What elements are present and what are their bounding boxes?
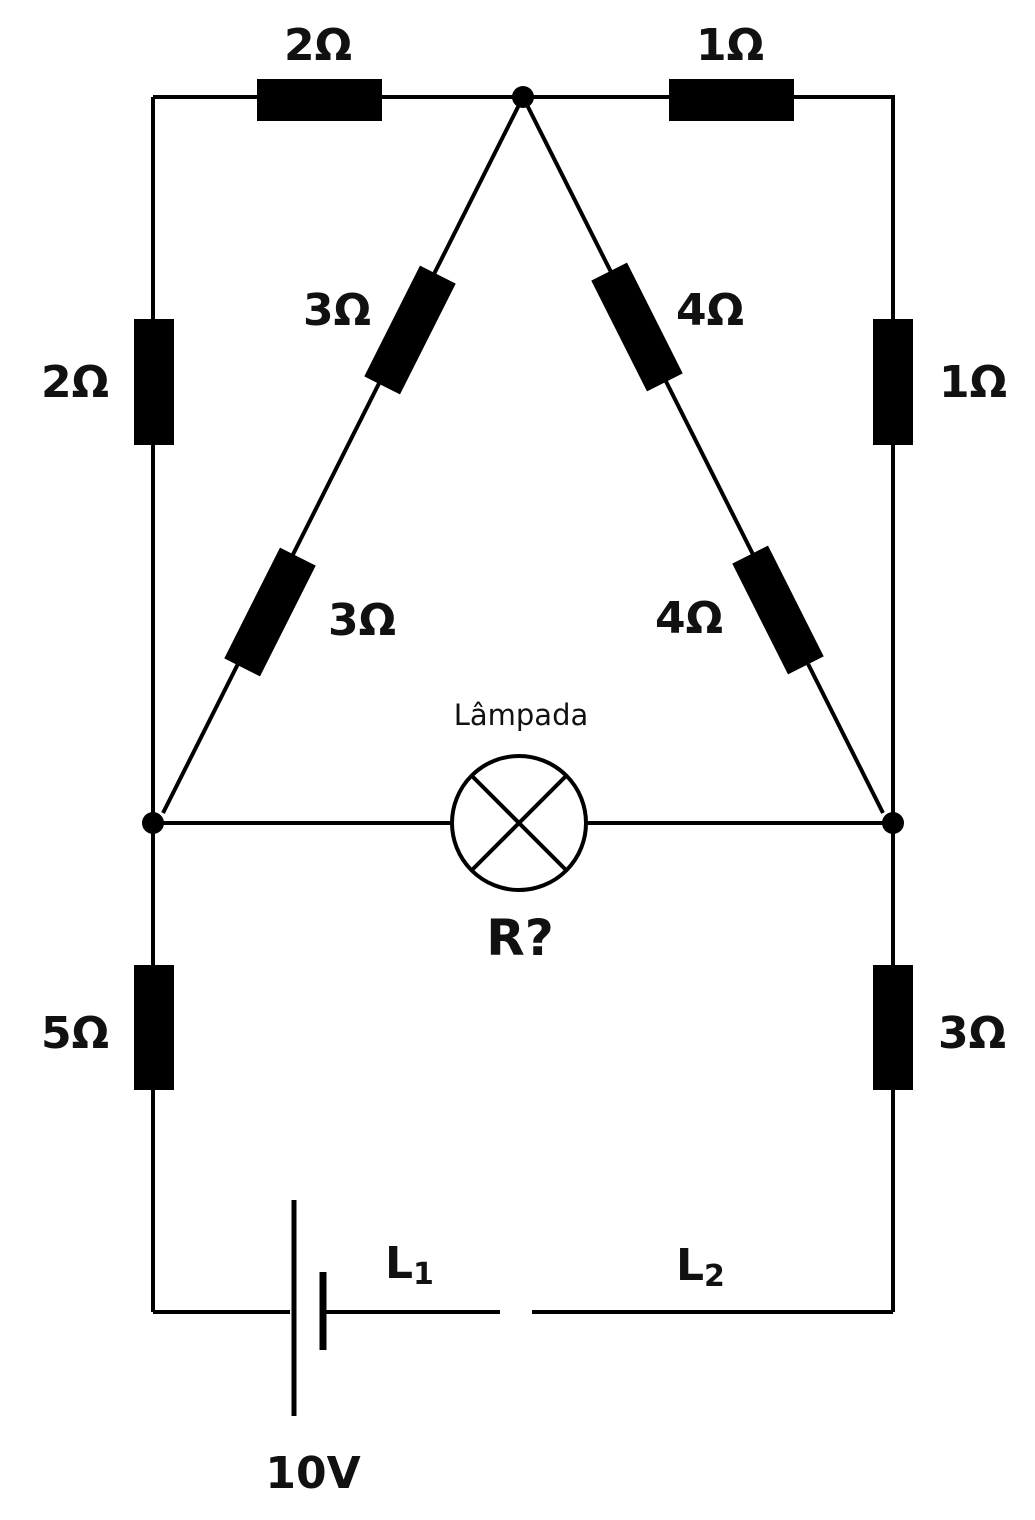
label-right-lower: 3Ω — [938, 1008, 1006, 1059]
label-diag-right-upper: 4Ω — [676, 285, 744, 336]
label-left-lower: 5Ω — [41, 1008, 109, 1059]
resistor-diag-right-upper — [591, 262, 683, 392]
label-diag-left-upper: 3Ω — [303, 285, 371, 336]
label-top-right: 1Ω — [696, 20, 764, 71]
resistor-top-right — [669, 79, 794, 121]
switch-l2-subscript: 2 — [704, 1259, 725, 1294]
resistor-right-upper — [873, 319, 913, 445]
switch-l2-letter: L — [676, 1240, 704, 1291]
label-top-left: 2Ω — [284, 20, 352, 71]
lamp-label: Lâmpada — [454, 698, 589, 732]
wire-diagonal-right — [521, 96, 885, 814]
label-left-upper: 2Ω — [41, 357, 109, 408]
battery-voltage-label: 10V — [265, 1448, 360, 1499]
resistor-left-upper — [134, 319, 174, 445]
wire-diagonal-left — [161, 96, 525, 814]
lamp-resistance-label: R? — [486, 909, 554, 967]
resistor-right-lower — [873, 965, 913, 1090]
resistor-diag-left-lower — [224, 547, 316, 677]
resistor-diag-right-lower — [732, 545, 824, 675]
label-diag-right-lower: 4Ω — [655, 593, 723, 644]
label-diag-left-lower: 3Ω — [328, 595, 396, 646]
resistor-left-lower — [134, 965, 174, 1090]
node-left — [142, 812, 164, 834]
lamp-symbol — [450, 754, 588, 892]
node-top — [512, 86, 534, 108]
switch-label-l1: L1 — [385, 1238, 434, 1292]
switch-l1-letter: L — [385, 1238, 413, 1289]
switch-l1-subscript: 1 — [413, 1257, 434, 1292]
resistor-top-left — [257, 79, 382, 121]
resistor-diag-left-upper — [364, 265, 456, 395]
label-right-upper: 1Ω — [939, 357, 1007, 408]
switch-label-l2: L2 — [676, 1240, 725, 1294]
node-right — [882, 812, 904, 834]
